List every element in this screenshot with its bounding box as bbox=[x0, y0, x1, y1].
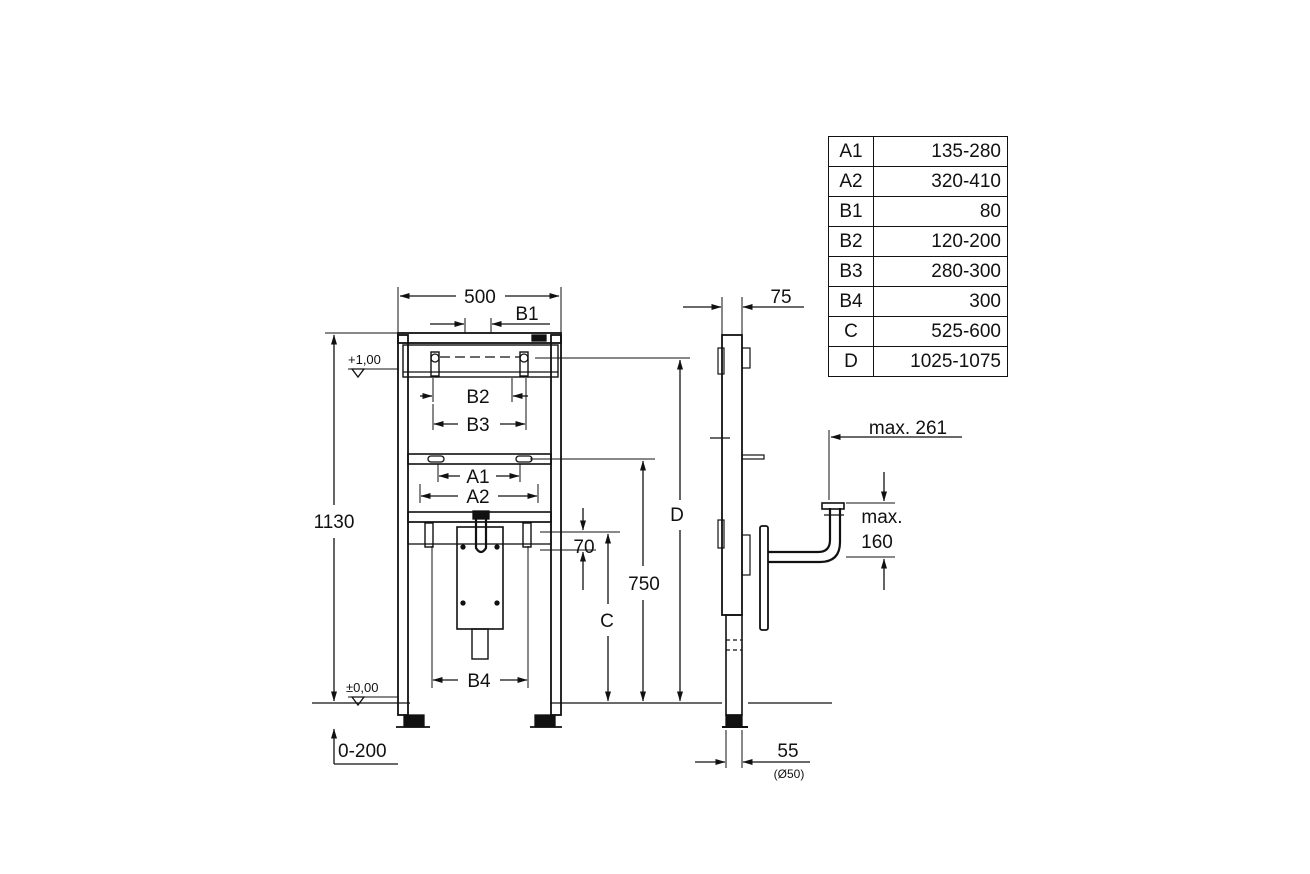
label-pipe-diameter: (Ø50) bbox=[774, 767, 805, 781]
label-b3: B3 bbox=[466, 415, 489, 436]
label-b2: B2 bbox=[466, 387, 489, 408]
row-value: 1025-1075 bbox=[873, 346, 1008, 377]
row-key: A2 bbox=[828, 166, 874, 197]
row-key: B3 bbox=[828, 256, 874, 287]
row-value: 280-300 bbox=[873, 256, 1008, 287]
label-max: max. bbox=[861, 507, 902, 528]
dim-b1 bbox=[430, 318, 550, 333]
row-key: C bbox=[828, 316, 874, 347]
row-key: B4 bbox=[828, 286, 874, 317]
label-500: 500 bbox=[464, 287, 496, 308]
dim-500 bbox=[397, 287, 562, 333]
row-key: A1 bbox=[828, 136, 874, 167]
label-1130: 1130 bbox=[314, 512, 355, 533]
label-750: 750 bbox=[628, 574, 660, 595]
label-b1: B1 bbox=[515, 304, 538, 325]
dim-1130 bbox=[325, 332, 398, 702]
row-key: B2 bbox=[828, 226, 874, 257]
label-70: 70 bbox=[573, 537, 594, 558]
row-value: 525-600 bbox=[873, 316, 1008, 347]
row-key: D bbox=[828, 346, 874, 377]
row-value: 300 bbox=[873, 286, 1008, 317]
label-a2: A2 bbox=[466, 487, 489, 508]
label-75: 75 bbox=[770, 287, 791, 308]
label-max-261: max. 261 bbox=[869, 418, 947, 439]
row-value: 135-280 bbox=[873, 136, 1008, 167]
label-level-top: +1,00 bbox=[348, 352, 381, 367]
label-level-zero: ±0,00 bbox=[346, 680, 378, 695]
label-max-160: 160 bbox=[861, 532, 893, 553]
front-view-frame bbox=[396, 332, 562, 728]
row-value: 80 bbox=[873, 196, 1008, 227]
side-view-frame bbox=[710, 334, 845, 728]
label-d: D bbox=[670, 505, 684, 526]
label-55: 55 bbox=[777, 741, 798, 762]
label-b4: B4 bbox=[467, 671, 491, 692]
label-c: C bbox=[600, 611, 614, 632]
row-key: B1 bbox=[828, 196, 874, 227]
row-value: 320-410 bbox=[873, 166, 1008, 197]
row-value: 120-200 bbox=[873, 226, 1008, 257]
label-0-200: 0-200 bbox=[338, 741, 387, 762]
label-a1: A1 bbox=[466, 467, 489, 488]
